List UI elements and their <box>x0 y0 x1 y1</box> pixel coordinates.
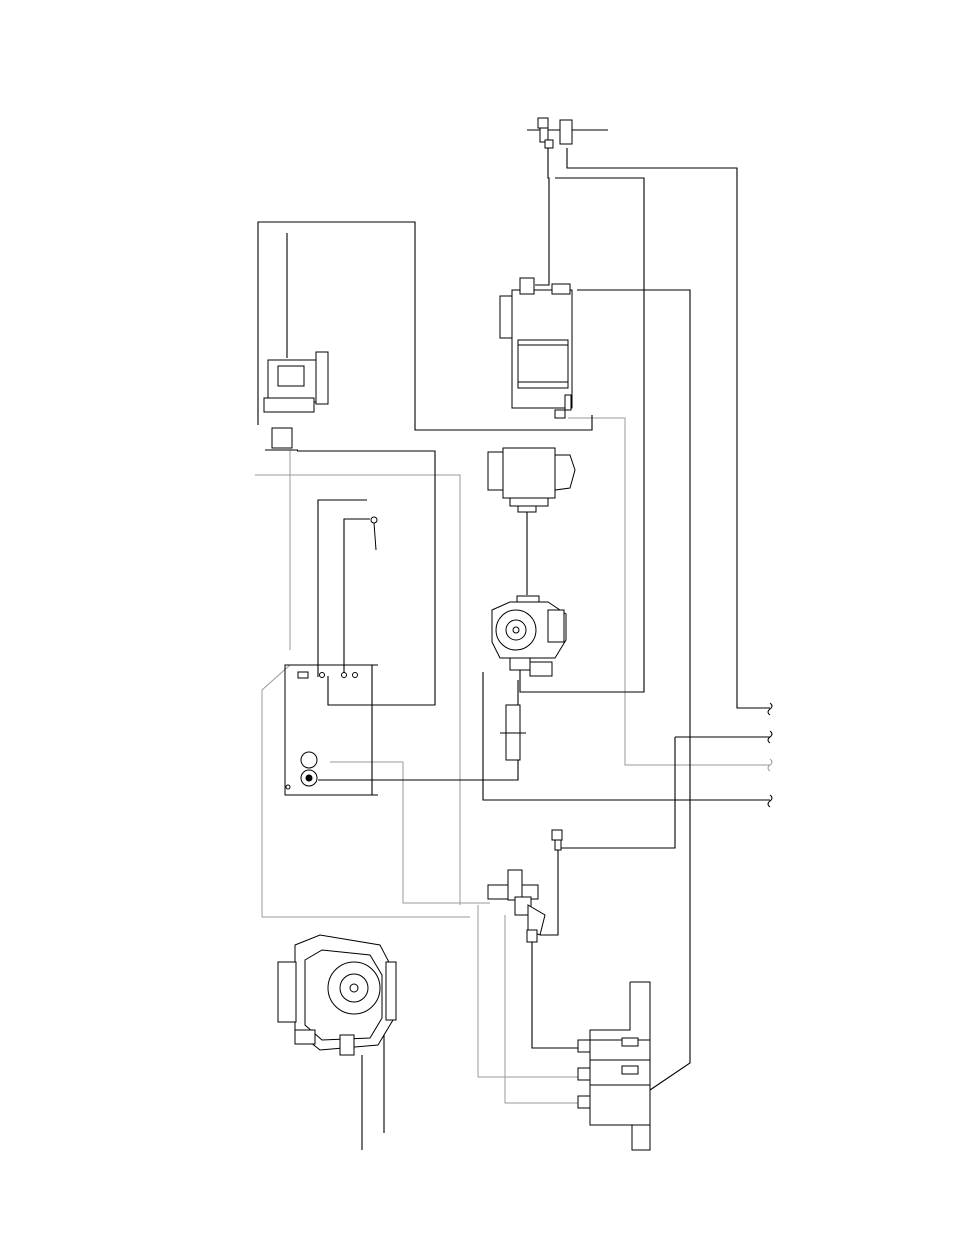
blower-housing <box>278 935 396 1055</box>
